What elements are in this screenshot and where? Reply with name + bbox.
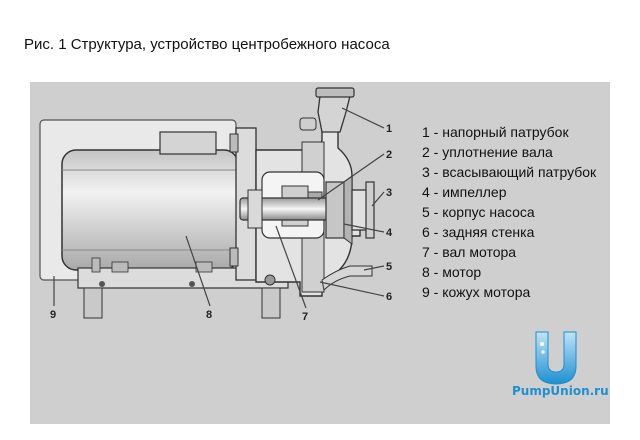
legend-list: 1 - напорный патрубок 2 - уплотнение вал… [422, 122, 596, 302]
legend-item: 8 - мотор [422, 264, 482, 280]
legend-item: 4 - импеллер [422, 184, 507, 200]
callout-1: 1 [386, 123, 392, 135]
legend-item: 9 - кожух мотора [422, 284, 531, 300]
callout-8: 8 [206, 309, 212, 321]
legend-item: 7 - вал мотора [422, 244, 517, 260]
callout-9: 9 [50, 309, 56, 321]
motor-shaft [239, 189, 329, 229]
legend-item: 5 - корпус насоса [422, 204, 535, 220]
callout-6: 6 [386, 291, 392, 303]
callout-7: 7 [302, 311, 308, 323]
motor [61, 131, 239, 271]
legend-item: 2 - уплотнение вала [422, 144, 553, 160]
pumpunion-logo-icon [535, 331, 577, 385]
discharge-outlet [299, 87, 355, 133]
callout-5: 5 [386, 261, 392, 273]
impeller [325, 175, 353, 245]
brand-link[interactable]: PumpUnion.ru [512, 384, 609, 398]
callout-2: 2 [386, 149, 392, 161]
figure-title: Рис. 1 Структура, устройство центробежно… [24, 36, 390, 53]
leader-lines [53, 107, 385, 309]
legend-item: 3 - всасывающий патрубок [422, 164, 597, 180]
legend-item: 6 - задняя стенка [422, 224, 535, 240]
callout-4: 4 [386, 227, 393, 239]
suction-inlet [351, 181, 375, 239]
legend-item: 1 - напорный патрубок [422, 124, 569, 140]
callout-3: 3 [386, 187, 392, 199]
